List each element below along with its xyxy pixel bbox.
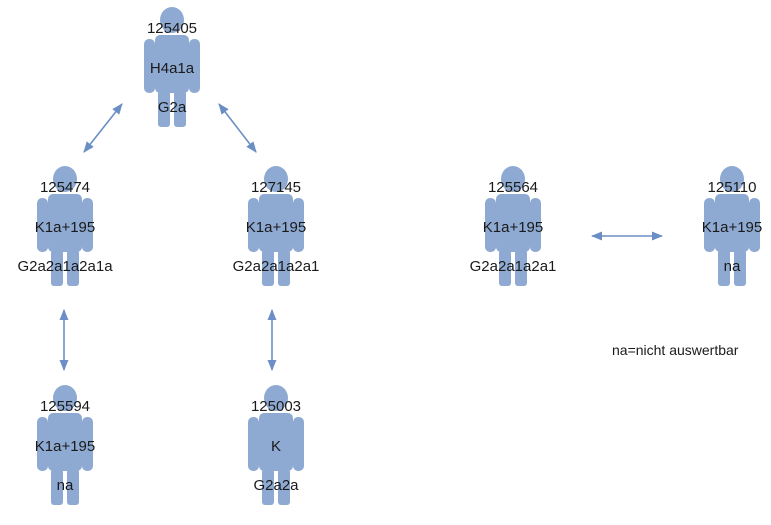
relationship-arrows xyxy=(59,103,664,372)
person-125474: 125474 K1a+195 G2a2a1a2a1a xyxy=(5,166,125,306)
person-haplogroup-mt: H4a1a xyxy=(149,60,195,77)
person-id: 125564 xyxy=(487,179,539,196)
arrow-125405-127145 xyxy=(218,103,257,153)
person-125405: 125405 H4a1a G2a xyxy=(112,7,232,147)
person-haplogroup-mt: K1a+195 xyxy=(482,219,544,236)
person-id: 125594 xyxy=(39,398,91,415)
person-haplogroup-y: na xyxy=(723,258,741,275)
person-id: 125474 xyxy=(39,179,91,196)
person-haplogroup-mt: K1a+195 xyxy=(701,219,763,236)
person-haplogroup-mt: K1a+195 xyxy=(34,219,96,236)
person-figure xyxy=(144,7,200,127)
person-id: 125110 xyxy=(707,179,757,196)
person-haplogroup-y: G2a xyxy=(157,99,187,116)
person-haplogroup-mt: K xyxy=(270,438,281,455)
person-haplogroup-mt: K1a+195 xyxy=(34,438,96,455)
legend-note: na=nicht auswertbar xyxy=(612,342,739,358)
person-haplogroup-y: G2a2a1a2a1a xyxy=(17,258,113,275)
person-127145: 127145 K1a+195 G2a2a1a2a1 xyxy=(216,166,336,306)
person-125594: 125594 K1a+195 na xyxy=(5,385,125,525)
person-figure xyxy=(704,166,760,286)
person-id: 125003 xyxy=(250,398,302,415)
person-figure xyxy=(37,166,93,286)
arrow-125405-125474 xyxy=(83,103,123,153)
person-figure xyxy=(37,385,93,505)
person-haplogroup-y: na xyxy=(56,477,74,494)
person-haplogroup-y: G2a2a1a2a1 xyxy=(469,258,557,275)
person-125110: 125110 K1a+195 na xyxy=(672,166,771,306)
person-id: 125405 xyxy=(146,20,198,37)
person-figure xyxy=(248,166,304,286)
person-125564: 125564 K1a+195 G2a2a1a2a1 xyxy=(453,166,573,306)
person-haplogroup-y: G2a2a1a2a1 xyxy=(232,258,320,275)
person-figure xyxy=(485,166,541,286)
relationship-diagram: 125405 H4a1a G2a 125474 K1a+195 G2a2a1a2… xyxy=(5,7,771,505)
person-haplogroup-mt: K1a+195 xyxy=(245,219,307,236)
person-id: 127145 xyxy=(250,179,302,196)
person-125003: 125003 K G2a2a xyxy=(216,385,336,525)
person-figure xyxy=(248,385,304,505)
person-haplogroup-y: G2a2a xyxy=(253,477,299,494)
